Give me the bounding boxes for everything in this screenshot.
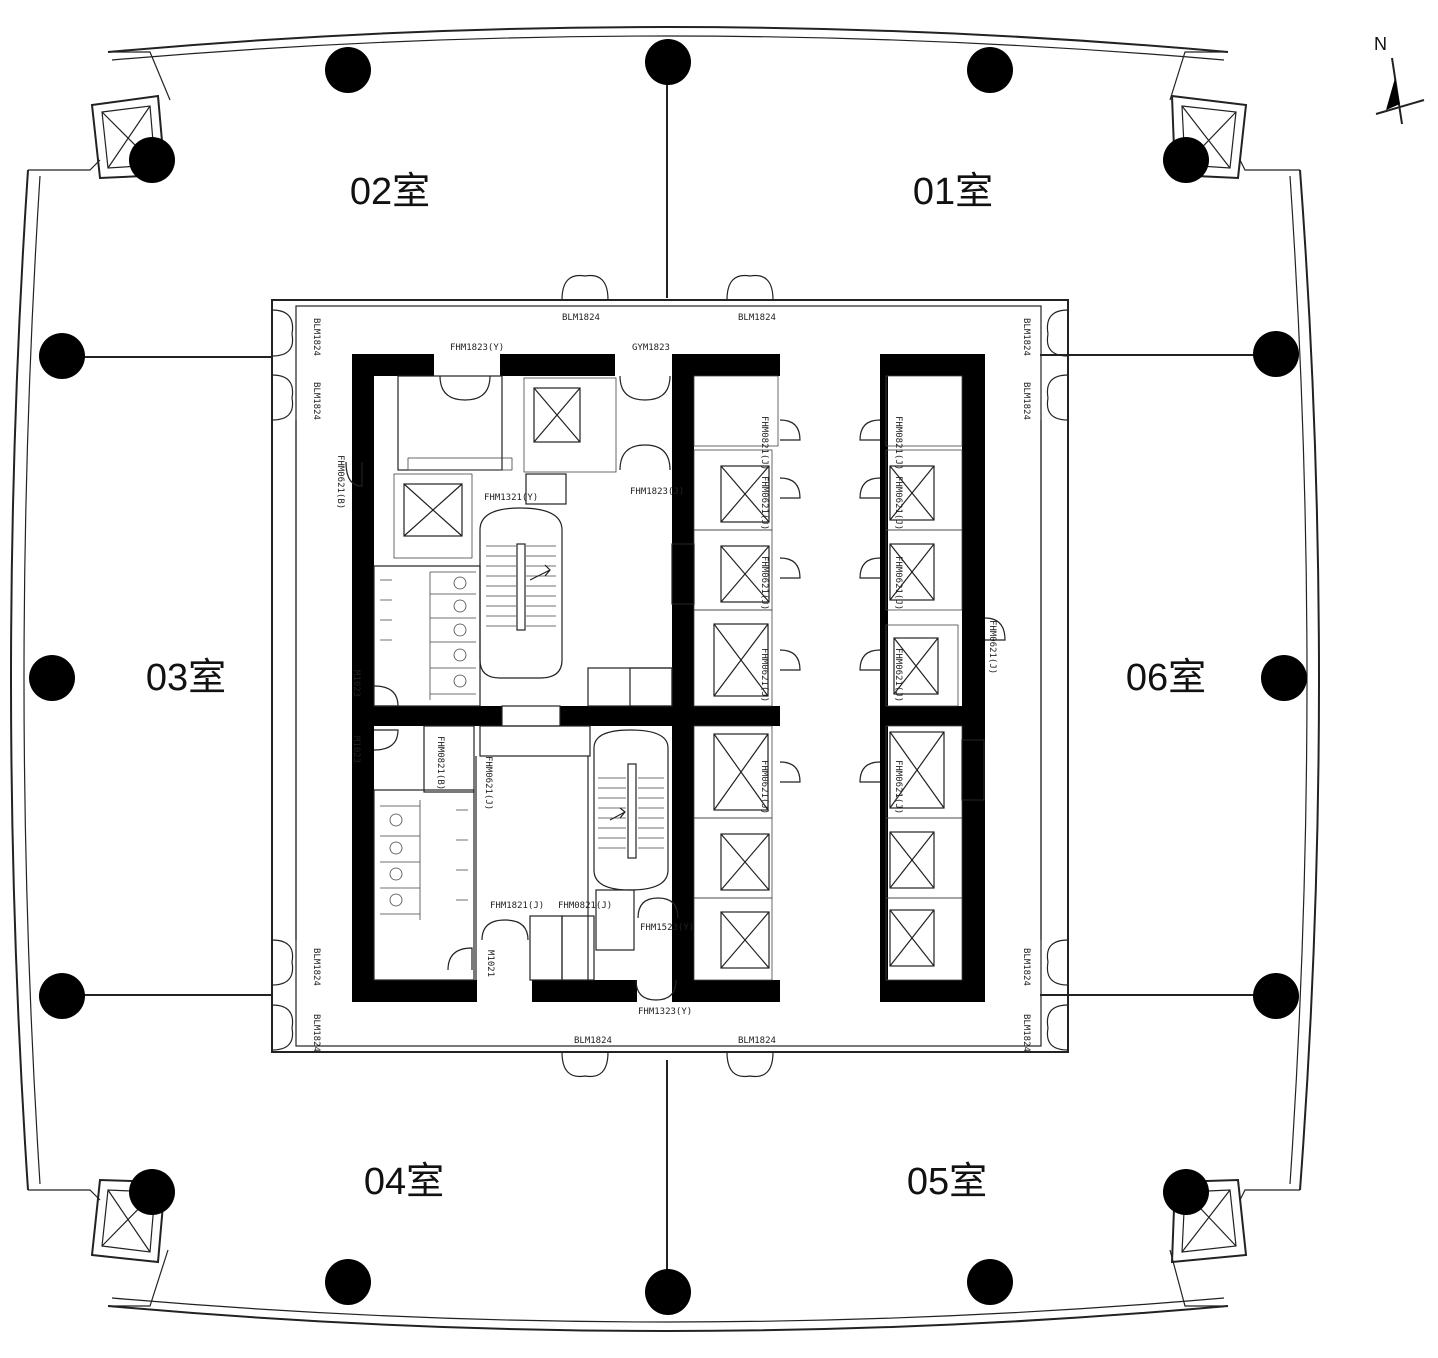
door-code-label: FHM0821(B)	[435, 736, 445, 790]
elevator-shaft	[533, 387, 581, 443]
core-walls	[352, 354, 985, 1002]
door-code-label: FHM1821(J)	[490, 901, 544, 911]
door-code-label: BLM1824	[311, 382, 321, 420]
door-code-label: BLM1824	[574, 1036, 612, 1046]
door-code-label: BLM1824	[311, 948, 321, 986]
column	[1261, 655, 1307, 701]
door-code-label: FHM0621(J)	[759, 556, 769, 610]
room-label-04: 04室	[364, 1161, 444, 1203]
elevator-shaft	[889, 465, 935, 521]
elevator-shaft	[889, 909, 935, 967]
elevator-shaft	[720, 545, 770, 603]
elevator-shaft	[720, 465, 770, 523]
door-code-label: FHM0621(J)	[483, 756, 493, 810]
elevators	[403, 387, 945, 969]
interior-lines	[397, 375, 985, 981]
door-code-label: BLM1824	[1021, 318, 1031, 356]
door-code-label: FHM1323(Y)	[638, 1007, 692, 1017]
room-label-02: 02室	[350, 171, 430, 213]
room-labels: 02室 01室 03室 06室 04室 05室	[146, 171, 1206, 1203]
interior-doors	[345, 375, 1006, 1001]
door-code-label: FHM0621(J)	[759, 648, 769, 702]
washroom-south	[373, 789, 475, 981]
column	[1253, 331, 1299, 377]
door-code-label: FHM0621(J)	[759, 476, 769, 530]
column	[967, 1259, 1013, 1305]
door-code-label: FHM0621(J)	[893, 556, 903, 610]
door-code-label: FHM1823(J)	[630, 487, 684, 497]
outer-wall	[10, 26, 1320, 1332]
column	[325, 47, 371, 93]
elevator-shaft	[893, 637, 939, 695]
door-code-label: FHM1523(Y)	[640, 923, 694, 933]
column	[645, 1269, 691, 1315]
column	[39, 333, 85, 379]
column	[1163, 137, 1209, 183]
door-code-label: FHM0621(B)	[335, 455, 345, 509]
door-code-label: BLM1824	[1021, 1014, 1031, 1052]
elevator-shaft	[720, 833, 770, 891]
door-code-label: BLM1824	[311, 318, 321, 356]
elevator-shaft	[889, 831, 935, 889]
door-code-label: FHM0621(J)	[987, 620, 997, 674]
column	[129, 1169, 175, 1215]
partition-walls	[62, 62, 1275, 1298]
stair-north	[479, 507, 563, 679]
door-code-label: BLM1824	[562, 313, 600, 323]
door-code-label: M1023	[351, 736, 361, 763]
north-arrow-icon	[1386, 78, 1400, 110]
door-code-label: GYM1823	[632, 343, 670, 353]
column	[29, 655, 75, 701]
door-code-label: FHM0821(J)	[759, 416, 769, 470]
column	[1163, 1169, 1209, 1215]
elevator-shaft	[713, 733, 769, 811]
door-code-label: BLM1824	[738, 1036, 776, 1046]
column	[967, 47, 1013, 93]
washroom-north	[373, 565, 481, 707]
elevator-shaft	[720, 911, 770, 969]
door-code-label: BLM1824	[311, 1014, 321, 1052]
door-code-label: BLM1824	[738, 313, 776, 323]
door-code-label: BLM1824	[1021, 948, 1031, 986]
door-code-label: FHM1321(Y)	[484, 493, 538, 503]
columns	[29, 39, 1307, 1315]
north-arrow: N	[1374, 34, 1425, 125]
door-code-label: M1023	[351, 670, 361, 697]
north-letter: N	[1374, 34, 1387, 54]
door-code-label: M1021	[485, 950, 495, 977]
door-code-label: FHM0621(J)	[893, 648, 903, 702]
elevator-lobby-frames	[393, 375, 963, 981]
door-code-label: FHM1823(Y)	[450, 343, 504, 353]
room-label-03: 03室	[146, 657, 226, 699]
door-code-label: FHM0821(J)	[558, 901, 612, 911]
elevator-shaft	[713, 623, 769, 697]
door-code-label: FHM0621(J)	[759, 760, 769, 814]
core-outline	[271, 299, 1069, 1053]
column	[645, 39, 691, 85]
door-code-label: BLM1824	[1021, 382, 1031, 420]
elevator-shaft	[889, 543, 935, 601]
elevator-shaft	[889, 731, 945, 809]
door-code-labels: BLM1824 BLM1824 BLM1824 BLM1824 FHM1823(…	[311, 313, 1031, 1052]
column	[325, 1259, 371, 1305]
room-label-01: 01室	[913, 171, 993, 213]
stair-south	[593, 729, 669, 891]
column	[129, 137, 175, 183]
elevator-shaft	[403, 483, 463, 537]
door-code-label: FHM0621(J)	[893, 760, 903, 814]
column	[1253, 973, 1299, 1019]
room-label-06: 06室	[1126, 657, 1206, 699]
core-doors	[271, 274, 1069, 1078]
door-code-label: FHM0821(J)	[893, 416, 903, 470]
room-label-05: 05室	[907, 1161, 987, 1203]
column	[39, 973, 85, 1019]
door-code-label: FHM0621(J)	[893, 476, 903, 530]
